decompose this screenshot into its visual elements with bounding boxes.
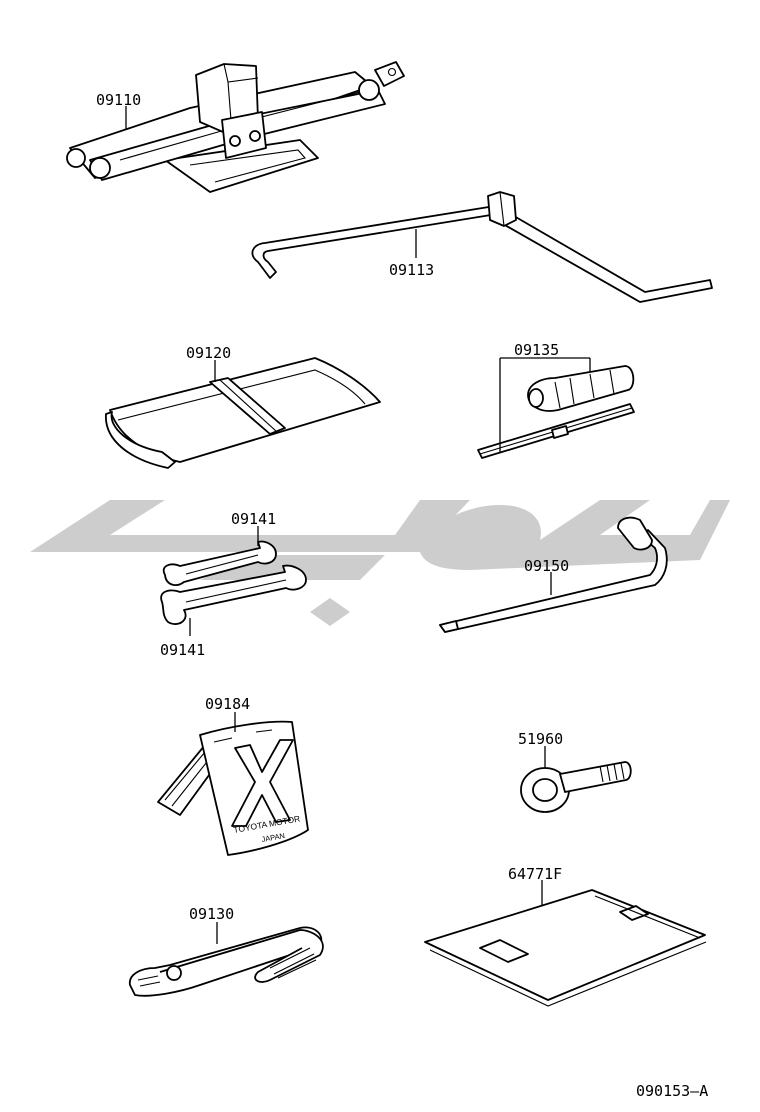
triangle-stamp-subtext: JAPAN xyxy=(261,831,286,844)
towing-eye-part-number: 51960 xyxy=(518,730,563,748)
wheel-nut-wrench-part-number: 09150 xyxy=(524,557,569,575)
towing-eye xyxy=(520,761,632,813)
wrench-lower-part-number: 09141 xyxy=(160,641,205,659)
pliers xyxy=(128,926,324,997)
wrench-lower xyxy=(160,564,307,625)
wrench-upper-part-number: 09141 xyxy=(231,510,276,528)
warning-triangle: TOYOTA MOTOR JAPAN xyxy=(157,720,309,856)
screwdriver-part-number: 09135 xyxy=(514,341,559,359)
warning-triangle-part-number: 09184 xyxy=(205,695,250,713)
jack-handle-part-number: 09113 xyxy=(389,261,434,279)
jack-handle xyxy=(251,191,713,303)
pliers-part-number: 09130 xyxy=(189,905,234,923)
tray-mat xyxy=(424,889,707,1007)
tool-bag-part-number: 09120 xyxy=(186,344,231,362)
screwdriver xyxy=(477,365,635,459)
jack-part-number: 09110 xyxy=(96,91,141,109)
screwdriver-leader xyxy=(499,357,591,452)
jack xyxy=(66,61,405,193)
wheel-nut-wrench xyxy=(439,516,668,633)
figure-code: 090153–A xyxy=(636,1082,708,1100)
tool-bag xyxy=(105,357,381,469)
wrench-upper xyxy=(162,540,277,586)
tray-mat-part-number: 64771F xyxy=(508,865,562,883)
